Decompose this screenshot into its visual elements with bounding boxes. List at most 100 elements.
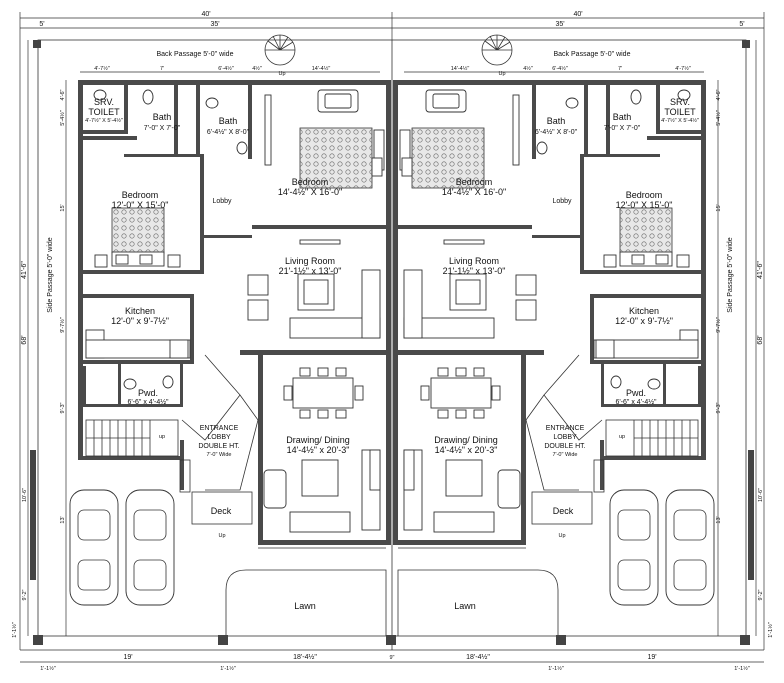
dim-mid: 9": [389, 655, 394, 661]
dim-18-right: 18'-4½": [466, 653, 490, 661]
pwd-right-name: Pwd.: [626, 388, 646, 398]
dim-10-6-left: 10'-6": [22, 488, 28, 502]
dim-9-2-right: 9'-2": [758, 589, 764, 600]
dim-inner-1: 4'-7½": [94, 65, 110, 72]
kitchen-left-name: Kitchen: [125, 306, 155, 316]
dim-5-4-left: 5'-4½": [59, 110, 66, 126]
dim-68-left: 68': [21, 335, 28, 344]
dim-1-1-left: 1'-1½": [40, 665, 56, 672]
dim-68-right: 68': [757, 335, 764, 344]
dim-35-left: 35': [210, 21, 219, 28]
left-unit-furniture: [69, 89, 387, 636]
dim-inner-8: 6'-4½": [552, 65, 568, 72]
left-unit-labels: SRV. TOILET 4'-7½" X 5'-4½" Bath 7'-0" X…: [85, 97, 350, 611]
dim-5-right: 5': [739, 21, 744, 28]
drawing-left-name: Drawing/ Dining: [286, 435, 350, 445]
dim-9-7-left: 9'-7½": [59, 317, 66, 333]
master-left-name: Bedroom: [292, 177, 329, 187]
dim-inner-2: 7': [160, 66, 164, 72]
entrance-right-l1: ENTRANCE: [546, 425, 585, 432]
bath2-left-size: 6'-4½" X 8'-0": [207, 128, 250, 136]
drawing-right-name: Drawing/ Dining: [434, 435, 498, 445]
bath1-right-name: Bath: [613, 112, 632, 122]
dim-1-1-mid-right: 1'-1½": [548, 665, 564, 672]
top-dimensions: 40' 40' 35' 35' 5' 5': [19, 11, 765, 650]
master-right-name: Bedroom: [456, 177, 493, 187]
entrance-left-l2: LOBBY: [207, 434, 231, 441]
living-right-size: 21'-1½" x 13'-0": [443, 266, 506, 276]
dim-10-6-right: 10'-6": [758, 488, 764, 502]
master-left-size: 14'-4½" X 16'-0": [278, 187, 342, 197]
dim-1-1-side-right: 1'-1½": [767, 622, 774, 638]
dim-inner-5: 14'-4½": [312, 65, 331, 72]
dim-19-left: 19': [123, 654, 132, 661]
bed-left-size: 12'-0" X 15'-0": [112, 200, 169, 210]
dim-inner-4: 4½": [252, 65, 262, 72]
master-right-size: 14'-4½" X 16'-0": [442, 187, 506, 197]
dim-4-6-left: 4'-6": [60, 89, 66, 100]
dim-41-left: 41'-6": [21, 261, 28, 279]
entrance-right-l4: 7'-0" Wide: [552, 452, 577, 458]
bath2-right-size: 6'-4½" X 8'-0": [535, 128, 578, 136]
dim-inner-7: 4½": [523, 65, 533, 72]
drawing-right-size: 14'-4½" x 20'-3": [435, 445, 498, 455]
dim-inner-3: 6'-4½": [218, 65, 234, 72]
lawn-right: Lawn: [454, 601, 476, 611]
kitchen-left-size: 12'-0" x 9'-7½": [111, 316, 169, 326]
bed-right-size: 12'-0" X 15'-0": [616, 200, 673, 210]
srv-toilet-right-name: SRV.: [670, 97, 690, 107]
dim-15-right: 15': [716, 204, 722, 211]
bath2-left-name: Bath: [219, 116, 238, 126]
up-deck-right: Up: [558, 533, 565, 539]
side-passage-right: Side Passage 5'-0" wide: [727, 237, 734, 313]
up-stair-left: up: [159, 434, 165, 440]
entrance-left-l1: ENTRANCE: [200, 425, 239, 432]
dim-41-right: 41'-6": [757, 261, 764, 279]
back-passage-right: Back Passage 5'-0" wide: [554, 51, 631, 58]
left-unit-walls: [78, 80, 391, 545]
dim-13-right: 13': [716, 516, 722, 523]
bed-left-name: Bedroom: [122, 190, 159, 200]
dim-4-6-right: 4'-6": [716, 89, 722, 100]
pwd-right-size: 6'-6" x 4'-4½": [615, 398, 657, 406]
entrance-left-l3: DOUBLE HT.: [198, 443, 239, 450]
dim-inner-9: 7': [618, 66, 622, 72]
dim-inner-10: 4'-7½": [675, 65, 691, 72]
dim-9-2-left: 9'-2": [22, 589, 28, 600]
inner-top-dims: 4'-7½" 7' 6'-4½" 4½" 14'-4½" 14'-4½" 4½"…: [80, 65, 704, 77]
dim-15-left: 15': [60, 204, 66, 211]
lobby-left: Lobby: [212, 198, 232, 205]
entrance-right-l2: LOBBY: [553, 434, 577, 441]
right-unit-walls: [393, 80, 706, 545]
bottom-dimensions: 19' 18'-4½" 18'-4½" 19' 9" 1'-1½" 1'-1½"…: [20, 649, 764, 672]
dim-overall-left: 40': [201, 11, 210, 18]
left-stair: [85, 419, 179, 457]
srv-toilet-right-size: 4'-7½" X 5'-4½": [661, 117, 699, 124]
bath1-left-size: 7'-0" X 7'-0": [144, 125, 181, 132]
columns: [30, 40, 754, 645]
dim-5-left: 5': [39, 21, 44, 28]
living-left-name: Living Room: [285, 256, 335, 266]
entrance-left-l4: 7'-0" Wide: [206, 452, 231, 458]
up-label-spiral-right: Up: [498, 71, 505, 77]
dim-9-7-right: 9'-7½": [715, 317, 722, 333]
dim-1-1-mid-left: 1'-1½": [220, 665, 236, 672]
bath1-left-name: Bath: [153, 112, 172, 122]
dim-13-left: 13': [60, 516, 66, 523]
pwd-left-size: 6'-6" x 4'-4½": [127, 398, 169, 406]
srv-toilet-left-size: 4'-7½" X 5'-4½": [85, 117, 123, 124]
dim-35-right: 35': [555, 21, 564, 28]
srv-toilet-left-name2: TOILET: [88, 107, 120, 117]
up-stair-right: up: [619, 434, 625, 440]
up-label-spiral-left: Up: [278, 71, 285, 77]
dim-18-left: 18'-4½": [293, 653, 317, 661]
bed-right-name: Bedroom: [626, 190, 663, 200]
dim-inner-6: 14'-4½": [451, 65, 470, 72]
kitchen-right-name: Kitchen: [629, 306, 659, 316]
srv-toilet-left-name: SRV.: [94, 97, 114, 107]
spiral-stair-right: [481, 34, 513, 66]
dim-19-right: 19': [647, 654, 656, 661]
up-deck-left: Up: [218, 533, 225, 539]
